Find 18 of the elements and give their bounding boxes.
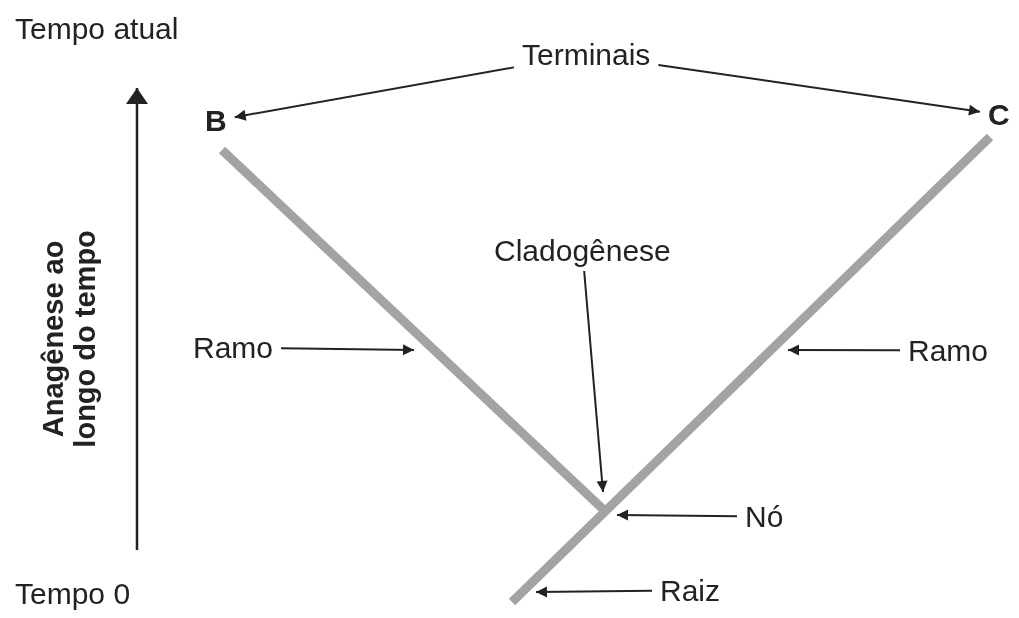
term-label: Terminais [522,38,651,71]
term-label: Cladogênese [494,234,671,267]
term-label: Ramo [908,334,989,367]
leader-line [535,586,653,598]
term-label: Raiz [660,574,720,607]
axis-title: Anagênese ao longo do tempo [38,229,102,450]
leader-line [787,344,901,356]
leader-line [280,344,415,356]
taxon-label: C [988,98,1010,131]
leader-line [616,509,738,521]
term-label: Nó [745,500,784,533]
leader-line [583,270,608,493]
taxon-label: B [205,104,227,137]
term-label: Ramo [193,331,274,364]
leader-line [233,66,515,121]
time-label: Tempo atual [15,12,179,45]
time-label: Tempo 0 [15,577,131,610]
leader-line [657,64,981,116]
